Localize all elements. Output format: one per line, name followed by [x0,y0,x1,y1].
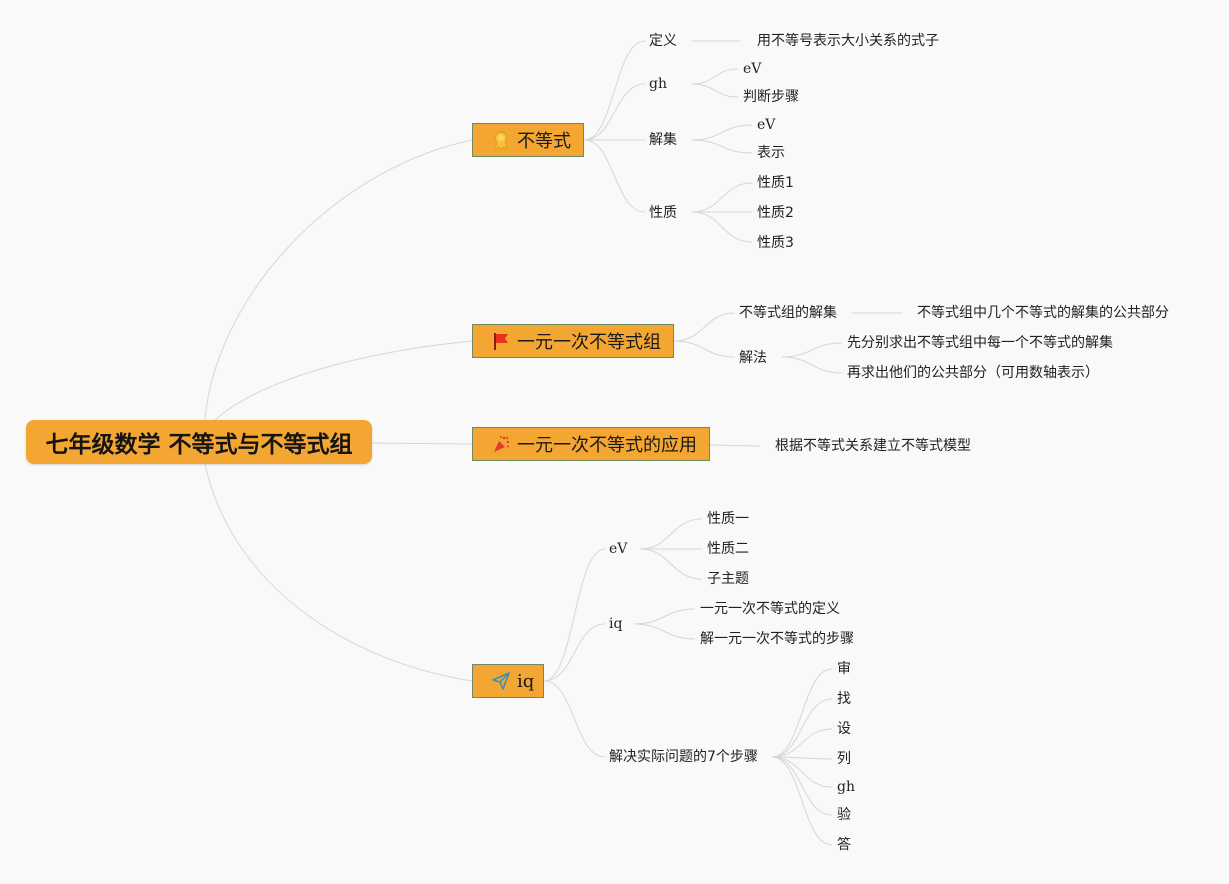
leaf-solve-steps[interactable]: 解一元一次不等式的步骤 [700,631,854,647]
root-topic[interactable]: 七年级数学 不等式与不等式组 [26,420,372,464]
connector [781,342,843,358]
subtopic-gh[interactable]: gh [649,76,667,92]
connector [691,124,753,141]
step-set[interactable]: 设 [837,721,851,737]
subtopic-ev[interactable]: eV [609,541,628,557]
leaf-property-one[interactable]: 性质一 [707,511,749,527]
subtopic-method[interactable]: 解法 [739,350,767,366]
step-answer[interactable]: 答 [837,837,851,853]
connector [771,668,833,758]
topic-inequality-system[interactable]: 一元一次不等式组 [472,324,674,358]
connector [771,698,833,758]
step-verify[interactable]: 验 [837,807,851,823]
root-label: 七年级数学 不等式与不等式组 [45,432,353,458]
connector [633,608,696,625]
connector [204,463,473,682]
connector [543,623,606,682]
connector [583,139,646,213]
step-gh[interactable]: gh [837,779,855,795]
connector [204,139,473,421]
subtopic-properties[interactable]: 性质 [649,205,677,221]
leaf-solution-ev[interactable]: eV [757,117,776,133]
topic-iq-label: iq [517,670,535,692]
topic-inequality-system-label: 一元一次不等式组 [517,332,661,353]
leaf-property-1[interactable]: 性质1 [757,175,794,191]
leaf-property-3[interactable]: 性质3 [757,235,794,251]
step-examine[interactable]: 审 [837,661,851,677]
subtopic-definition[interactable]: 定义 [649,33,677,49]
connector [691,83,739,98]
connector [639,518,703,550]
leaf-representation[interactable]: 表示 [757,145,785,161]
connector [583,83,646,141]
leaf-definition-text[interactable]: 用不等号表示大小关系的式子 [757,33,939,49]
subtopic-iq[interactable]: iq [609,616,623,632]
leaf-property-two[interactable]: 性质二 [707,541,749,557]
topic-application[interactable]: 一元一次不等式的应用 [472,427,710,461]
connector [781,356,843,374]
connector [633,623,696,640]
connector [583,40,646,141]
connector [673,312,736,342]
topic-application-label: 一元一次不等式的应用 [517,435,697,456]
connector [771,756,833,788]
step-list[interactable]: 列 [837,751,851,767]
connector [691,139,753,154]
connector [771,756,833,816]
topic-inequality[interactable]: 不等式 [472,123,584,157]
topic-inequality-label: 不等式 [517,131,571,152]
leaf-common-part[interactable]: 不等式组中几个不等式的解集的公共部分 [917,305,1169,321]
connector [691,68,739,85]
paper-plane-icon [490,670,512,692]
connector [691,211,753,243]
connector [771,728,833,758]
ribbon-icon [490,129,512,151]
leaf-method-step2[interactable]: 再求出他们的公共部分（可用数轴表示） [847,365,1099,381]
leaf-method-step1[interactable]: 先分别求出不等式组中每一个不等式的解集 [847,335,1113,351]
step-find[interactable]: 找 [837,691,851,707]
connector [771,756,833,846]
leaf-judge-steps[interactable]: 判断步骤 [743,89,799,105]
subtopic-system-solution-set[interactable]: 不等式组的解集 [739,305,837,321]
topic-iq[interactable]: iq [472,664,544,698]
connector [543,680,606,758]
connector [673,340,736,358]
leaf-build-model[interactable]: 根据不等式关系建立不等式模型 [775,438,971,454]
leaf-property-2[interactable]: 性质2 [757,205,794,221]
connector [639,548,703,580]
connector [709,444,761,447]
leaf-gh-ev[interactable]: eV [743,61,762,77]
subtopic-seven-steps[interactable]: 解决实际问题的7个步骤 [609,749,758,765]
flag-icon [490,330,512,352]
leaf-linear-inequality-definition[interactable]: 一元一次不等式的定义 [700,601,840,617]
connector [543,548,606,682]
party-popper-icon [490,433,512,455]
subtopic-solution-set[interactable]: 解集 [649,132,677,148]
connector [371,442,473,445]
connector [214,340,473,421]
connector [691,182,753,213]
leaf-subtopic[interactable]: 子主题 [707,571,749,587]
